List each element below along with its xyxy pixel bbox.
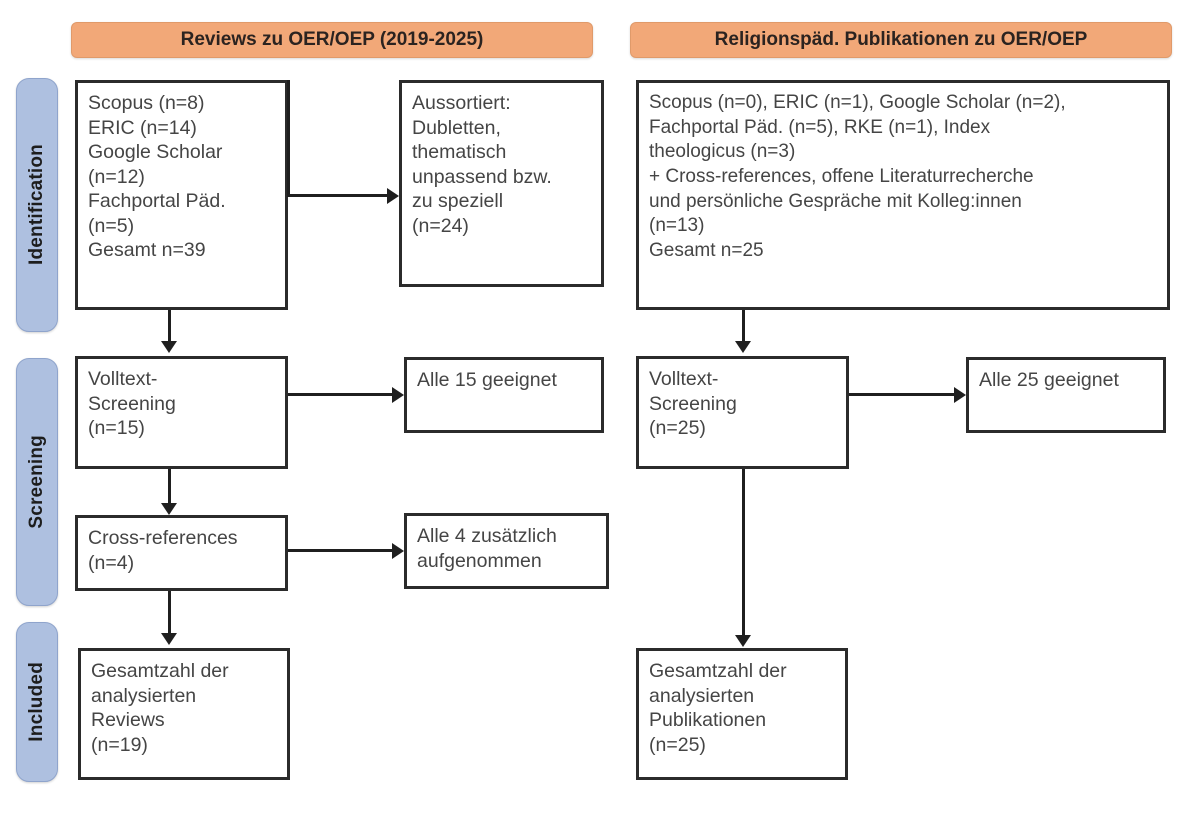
box-left-identification: Scopus (n=8) ERIC (n=14) Google Scholar … — [75, 80, 288, 310]
connector-left-crossrefs-to-result — [288, 549, 392, 552]
arrowhead-right-id-to-screening — [735, 341, 751, 353]
arrowhead-right-screening-to-result — [954, 387, 966, 403]
connector-right-screening-to-included — [742, 469, 745, 637]
connector-left-screening-to-crossrefs — [168, 469, 171, 505]
column-header-right-label: Religionspäd. Publikationen zu OER/OEP — [714, 29, 1088, 50]
box-left-excluded: Aussortiert: Dubletten, thematisch unpas… — [399, 80, 604, 287]
connector-left-screening-to-result — [288, 393, 392, 396]
column-header-right: Religionspäd. Publikationen zu OER/OEP — [630, 22, 1172, 58]
arrowhead-right-screening-to-included — [735, 635, 751, 647]
column-header-left: Reviews zu OER/OEP (2019-2025) — [71, 22, 593, 58]
connector-right-id-to-screening — [742, 310, 745, 343]
box-left-included-text: Gesamtzahl der analysierten Reviews (n=1… — [91, 660, 229, 756]
phase-label-screening: Screening — [26, 435, 47, 529]
box-right-screening-text: Volltext- Screening (n=25) — [649, 368, 737, 440]
box-left-screening-result: Alle 15 geeignet — [404, 357, 604, 433]
box-right-identification: Scopus (n=0), ERIC (n=1), Google Scholar… — [636, 80, 1170, 310]
box-right-identification-text: Scopus (n=0), ERIC (n=1), Google Scholar… — [649, 92, 1066, 262]
column-header-left-label: Reviews zu OER/OEP (2019-2025) — [180, 29, 484, 50]
phase-bar-identification: Identification — [16, 78, 58, 332]
connector-left-id-to-excluded-vertical — [287, 80, 290, 197]
box-right-included: Gesamtzahl der analysierten Publikatione… — [636, 648, 848, 780]
box-left-included: Gesamtzahl der analysierten Reviews (n=1… — [78, 648, 290, 780]
box-right-screening: Volltext- Screening (n=25) — [636, 356, 849, 469]
arrowhead-left-screening-to-result — [392, 387, 404, 403]
box-left-crossrefs-text: Cross-references (n=4) — [88, 527, 238, 574]
box-left-crossrefs-result: Alle 4 zusätzlich aufgenommen — [404, 513, 609, 589]
box-left-screening-text: Volltext- Screening (n=15) — [88, 368, 176, 440]
connector-right-screening-to-result — [849, 393, 954, 396]
arrowhead-left-crossrefs-to-result — [392, 543, 404, 559]
phase-bar-included: Included — [16, 622, 58, 782]
box-left-excluded-text: Aussortiert: Dubletten, thematisch unpas… — [412, 92, 552, 237]
arrowhead-left-id-to-excluded — [387, 188, 399, 204]
box-left-crossrefs: Cross-references (n=4) — [75, 515, 288, 591]
box-right-screening-result: Alle 25 geeignet — [966, 357, 1166, 433]
box-right-screening-result-text: Alle 25 geeignet — [979, 369, 1119, 391]
box-right-included-text: Gesamtzahl der analysierten Publikatione… — [649, 660, 787, 756]
phase-bar-screening: Screening — [16, 358, 58, 606]
connector-left-id-to-screening — [168, 310, 171, 343]
box-left-screening: Volltext- Screening (n=15) — [75, 356, 288, 469]
phase-label-included: Included — [26, 662, 47, 742]
box-left-identification-text: Scopus (n=8) ERIC (n=14) Google Scholar … — [88, 92, 226, 262]
box-left-screening-result-text: Alle 15 geeignet — [417, 369, 557, 391]
arrowhead-left-crossrefs-to-included — [161, 633, 177, 645]
box-left-crossrefs-result-text: Alle 4 zusätzlich aufgenommen — [417, 525, 557, 572]
arrowhead-left-id-to-screening — [161, 341, 177, 353]
connector-left-id-to-excluded-horizontal — [287, 194, 387, 197]
arrowhead-left-screening-to-crossrefs — [161, 503, 177, 515]
phase-label-identification: Identification — [26, 144, 47, 266]
connector-left-crossrefs-to-included — [168, 591, 171, 635]
